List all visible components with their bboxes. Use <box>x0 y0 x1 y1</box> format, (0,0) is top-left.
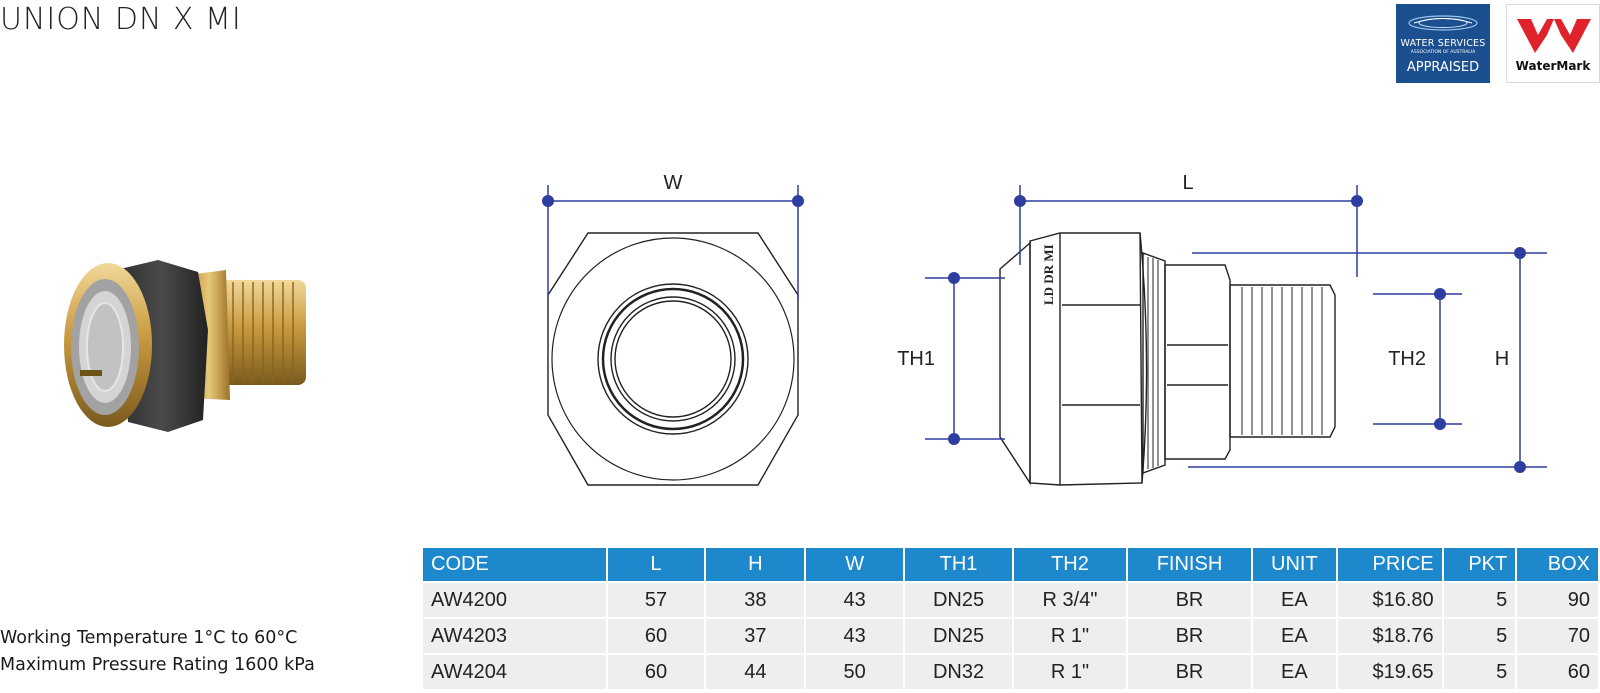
cell-l: 57 <box>607 583 705 617</box>
cell-th2: R 3/4" <box>1014 583 1126 617</box>
cell-box: 60 <box>1517 655 1598 689</box>
l-label: L <box>1182 172 1193 194</box>
l-dimension <box>1014 185 1363 277</box>
max-pressure-rating: Maximum Pressure Rating 1600 kPa <box>0 655 315 675</box>
w-dimension <box>542 185 804 300</box>
working-temperature: Working Temperature 1°C to 60°C <box>0 628 298 648</box>
col-th1: TH1 <box>905 548 1012 581</box>
w-label: W <box>664 172 683 194</box>
cell-th1: DN25 <box>905 619 1012 653</box>
cell-box: 90 <box>1517 583 1598 617</box>
col-l: L <box>607 548 705 581</box>
cell-finish: BR <box>1127 619 1252 653</box>
col-code: CODE <box>423 548 606 581</box>
water-wave-icon <box>1408 15 1478 31</box>
col-pkt: PKT <box>1443 548 1516 581</box>
th1-label: TH1 <box>897 348 935 370</box>
cell-unit: EA <box>1253 655 1336 689</box>
table-row: AW4200 57 38 43 DN25 R 3/4" BR EA $16.80… <box>423 583 1598 617</box>
cell-unit: EA <box>1253 619 1336 653</box>
cell-th1: DN25 <box>905 583 1012 617</box>
technical-drawing: W LD DR MI <box>542 172 1547 486</box>
cell-unit: EA <box>1253 583 1336 617</box>
cell-box: 70 <box>1517 619 1598 653</box>
cell-code: AW4204 <box>423 655 606 689</box>
wsaa-line3: APPRAISED <box>1406 60 1480 75</box>
th1-dimension <box>925 272 1005 445</box>
front-view <box>547 232 799 486</box>
col-w: W <box>806 548 904 581</box>
cell-finish: BR <box>1127 583 1252 617</box>
h-label: H <box>1495 348 1509 370</box>
cell-pkt: 5 <box>1443 655 1516 689</box>
cell-th2: R 1" <box>1014 655 1126 689</box>
cell-finish: BR <box>1127 655 1252 689</box>
specifications: Working Temperature 1°C to 60°C Maximum … <box>0 625 315 679</box>
wsaa-line1: WATER SERVICES <box>1400 38 1486 49</box>
page-title: UNION DN X MI <box>0 2 242 37</box>
cell-l: 60 <box>607 619 705 653</box>
cell-h: 37 <box>706 619 805 653</box>
col-price: PRICE <box>1337 548 1442 581</box>
cell-h: 38 <box>706 583 805 617</box>
engraving-text: LD DR MI <box>1041 244 1056 305</box>
product-table: CODE L H W TH1 TH2 FINISH UNIT PRICE PKT… <box>421 546 1600 691</box>
th2-dimension <box>1373 288 1462 430</box>
watermark-w-icon <box>1517 19 1591 53</box>
col-finish: FINISH <box>1127 548 1252 581</box>
table-header-row: CODE L H W TH1 TH2 FINISH UNIT PRICE PKT… <box>423 548 1598 581</box>
table-row: AW4204 60 44 50 DN32 R 1" BR EA $19.65 5… <box>423 655 1598 689</box>
cell-l: 60 <box>607 655 705 689</box>
col-h: H <box>706 548 805 581</box>
cell-th2: R 1" <box>1014 619 1126 653</box>
wsaa-line2: ASSOCIATION OF AUSTRALIA <box>1410 50 1476 55</box>
cell-price: $16.80 <box>1337 583 1442 617</box>
cell-price: $18.76 <box>1337 619 1442 653</box>
watermark-label: WaterMark <box>1515 59 1591 73</box>
th2-label: TH2 <box>1388 348 1426 370</box>
col-box: BOX <box>1517 548 1598 581</box>
col-th2: TH2 <box>1014 548 1126 581</box>
cell-code: AW4203 <box>423 619 606 653</box>
cell-pkt: 5 <box>1443 619 1516 653</box>
cell-w: 50 <box>806 655 904 689</box>
cell-w: 43 <box>806 583 904 617</box>
cell-code: AW4200 <box>423 583 606 617</box>
cell-h: 44 <box>706 655 805 689</box>
h-dimension <box>1188 247 1547 473</box>
product-photo <box>64 260 306 432</box>
table-row: AW4203 60 37 43 DN25 R 1" BR EA $18.76 5… <box>423 619 1598 653</box>
wsaa-appraised-logo: WATER SERVICES ASSOCIATION OF AUSTRALIA … <box>1396 4 1490 83</box>
cell-pkt: 5 <box>1443 583 1516 617</box>
col-unit: UNIT <box>1253 548 1336 581</box>
cell-th1: DN32 <box>905 655 1012 689</box>
cell-price: $19.65 <box>1337 655 1442 689</box>
watermark-logo: WaterMark <box>1506 4 1600 83</box>
cell-w: 43 <box>806 619 904 653</box>
